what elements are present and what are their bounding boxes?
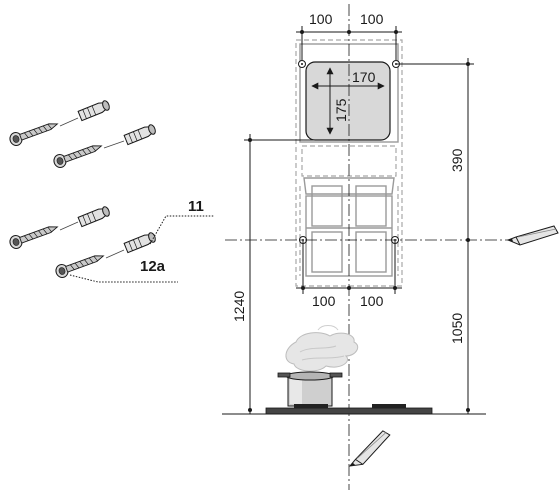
dim-lower-height: 1050	[449, 313, 465, 344]
dim-cutout-height: 175	[333, 98, 349, 122]
dim-bottom-right: 100	[360, 293, 384, 309]
screw-icon	[7, 117, 61, 148]
wall-plug-icon	[77, 205, 112, 228]
left-dimension: 1240	[231, 134, 330, 414]
cutout-dimension: 170 175	[311, 67, 385, 135]
wall-plug-icon	[123, 231, 158, 254]
part-label-11: 11	[188, 198, 204, 215]
dim-top-right: 100	[360, 11, 384, 27]
fixings-group: 11 12a	[7, 99, 214, 283]
dim-total-height: 1240	[231, 291, 247, 322]
hob-icon	[222, 404, 486, 415]
top-dimension: 100 100	[296, 11, 402, 60]
wall-plug-icon	[77, 99, 112, 122]
screw-icon	[51, 139, 105, 170]
steam-icon	[285, 325, 359, 372]
cooking-pot-icon	[277, 371, 343, 407]
pencil-icon	[342, 428, 397, 471]
screw-icon	[53, 249, 107, 280]
dim-top-left: 100	[309, 11, 333, 27]
bottom-dimension: 100 100	[296, 240, 402, 309]
wall-plug-icon	[123, 123, 158, 146]
right-dimension: 390 1050	[396, 58, 474, 414]
dim-upper-height: 390	[449, 148, 465, 172]
dim-cutout-width: 170	[352, 69, 376, 85]
part-label-12a: 12a	[140, 258, 166, 275]
screw-icon	[7, 220, 61, 251]
dim-bottom-left: 100	[312, 293, 336, 309]
pencil-icon	[507, 225, 559, 246]
